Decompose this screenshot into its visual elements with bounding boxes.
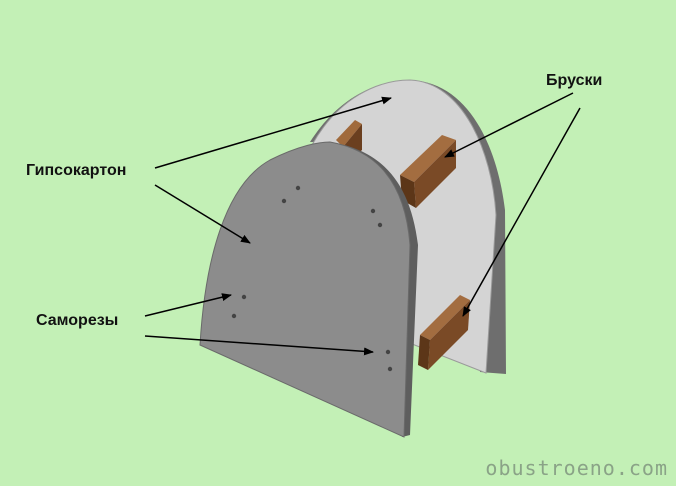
front-panel-edge xyxy=(322,142,418,437)
annotation-arrows xyxy=(144,92,581,356)
screw xyxy=(241,294,247,300)
arrow-screws-left xyxy=(144,293,232,317)
wood-bar-bottom-right xyxy=(418,295,470,370)
label-wooden-bars: Бруски xyxy=(546,72,603,89)
arrow-gypsum-front xyxy=(154,184,251,244)
screw xyxy=(370,208,376,214)
screw xyxy=(387,366,393,372)
arrow-screws-right xyxy=(144,335,374,356)
screw xyxy=(377,222,383,228)
front-gypsum-panel xyxy=(199,141,411,438)
screw xyxy=(295,185,301,191)
watermark: obustroeno.com xyxy=(485,456,668,480)
label-screws: Саморезы xyxy=(36,312,119,329)
screw xyxy=(385,349,391,355)
screw xyxy=(281,198,287,204)
arrow-bars-bottom xyxy=(462,107,581,317)
screw xyxy=(231,313,237,319)
label-gypsum-board: Гипсокартон xyxy=(26,162,127,179)
arrow-gypsum-back xyxy=(154,96,392,169)
arrow-bars-top xyxy=(444,92,574,158)
screws xyxy=(231,185,393,372)
